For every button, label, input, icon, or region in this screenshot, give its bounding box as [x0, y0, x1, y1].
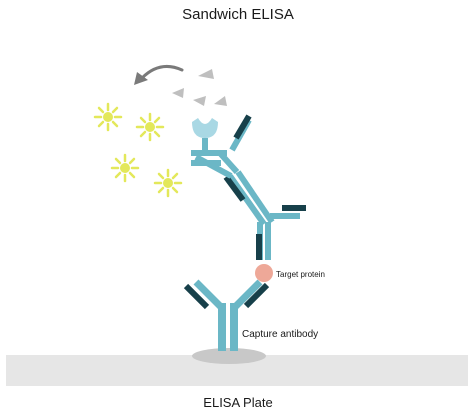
- target-protein-label: Target protein: [276, 270, 325, 279]
- enzyme: [192, 118, 218, 150]
- signal-burst: [135, 112, 165, 142]
- capture-antibody: [183, 279, 270, 351]
- signal-burst: [110, 153, 140, 183]
- detection-antibody: [191, 114, 306, 260]
- substrate-fragments: [172, 69, 227, 106]
- target-protein: [255, 264, 273, 282]
- diagram-title: Sandwich ELISA: [182, 6, 294, 23]
- signal-burst: [153, 168, 183, 198]
- plate-label: ELISA Plate: [203, 395, 273, 410]
- reaction-arrow-icon: [134, 64, 184, 85]
- signal-burst: [93, 102, 123, 132]
- well-shadow: [192, 348, 266, 364]
- capture-antibody-label: Capture antibody: [242, 329, 318, 340]
